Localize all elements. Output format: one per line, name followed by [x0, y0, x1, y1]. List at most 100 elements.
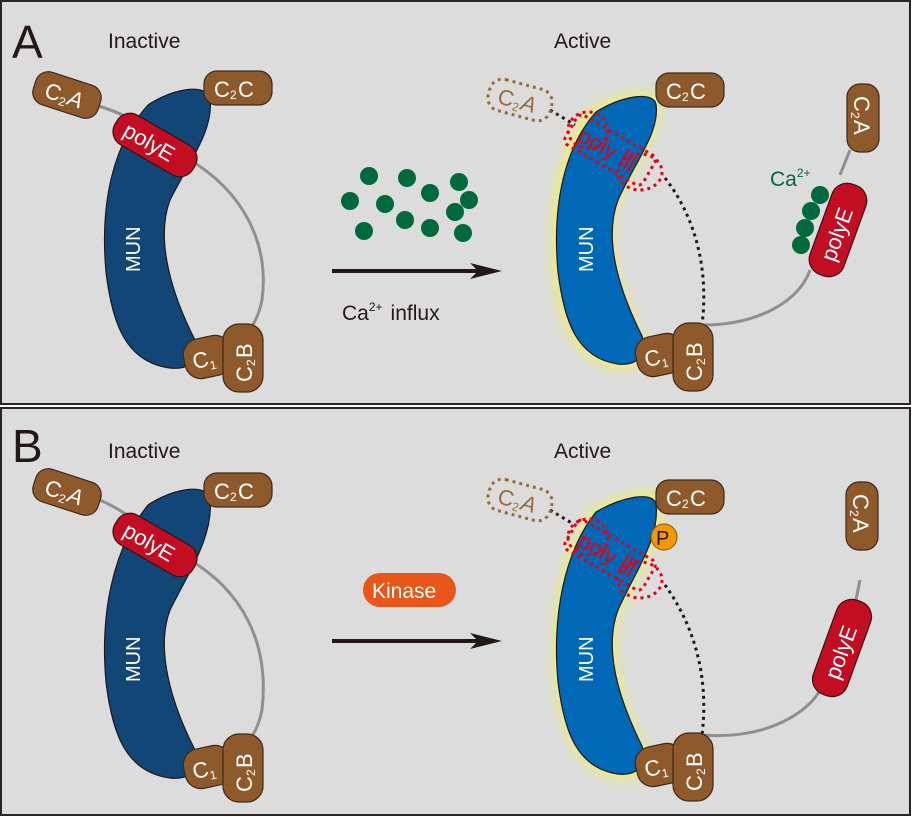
c2b-label: C	[232, 366, 257, 382]
linker	[838, 149, 852, 176]
panel-b: B Inactive Active MUN C 2 A C 2 C polyE	[0, 407, 911, 816]
mun-domain	[555, 496, 658, 775]
phosphate-label: P	[656, 528, 669, 550]
svg-text:C: C	[848, 494, 873, 510]
active-munc13: MUN C 2 A C 2 C poly	[486, 72, 880, 392]
phosphate-group: P	[650, 523, 678, 551]
svg-text:B: B	[682, 342, 707, 357]
calcium-ion	[460, 191, 478, 209]
binding-site-marker	[566, 517, 610, 557]
c2b-domain: C 2 B	[672, 732, 714, 802]
svg-text:C: C	[642, 754, 663, 782]
calcium-ions	[341, 167, 478, 242]
svg-text:1: 1	[208, 358, 218, 373]
calcium-ion	[360, 167, 378, 185]
calcium-ion	[450, 173, 468, 191]
calcium-ion	[454, 224, 472, 242]
svg-text:A: A	[516, 489, 539, 517]
dotted-linker	[549, 508, 576, 527]
panel-letter: B	[12, 420, 43, 472]
bound-calcium-ions	[792, 186, 829, 254]
svg-text:2: 2	[230, 490, 237, 504]
calcium-ion	[421, 184, 439, 202]
calcium-ion	[446, 203, 464, 221]
c2a-ghost-domain: C 2 A	[486, 477, 554, 523]
dotted-linker	[549, 108, 576, 127]
c1-domain: C 1	[182, 744, 234, 790]
svg-text:C: C	[666, 79, 682, 104]
svg-text:2: 2	[244, 769, 258, 776]
c2b-domain: C 2 B	[672, 322, 714, 392]
svg-text:A: A	[849, 120, 874, 135]
svg-text:B: B	[232, 753, 257, 768]
c2b-domain: C 2 B	[222, 733, 264, 803]
linker	[854, 579, 862, 601]
calcium-ion	[355, 222, 373, 240]
calcium-ion	[398, 169, 416, 187]
inactive-title: Inactive	[108, 30, 180, 53]
c2c-label: C	[214, 77, 230, 102]
mun-label: MUN	[123, 636, 145, 682]
c1-domain: C 1	[634, 742, 686, 788]
c1-domain: C 1	[182, 334, 234, 380]
linker	[701, 689, 822, 738]
dotted-linker	[663, 177, 706, 326]
mun-label: MUN	[123, 226, 145, 272]
panel-letter: A	[12, 16, 43, 68]
c2a-label: C	[42, 78, 65, 107]
svg-text:2: 2	[847, 510, 861, 517]
svg-text:C: C	[690, 79, 706, 104]
svg-text:2: 2	[230, 88, 237, 102]
dotted-linker	[663, 584, 706, 736]
svg-text:C: C	[42, 475, 65, 504]
svg-text:C: C	[495, 84, 517, 112]
svg-text:1: 1	[660, 766, 670, 781]
svg-text:B: B	[682, 752, 707, 767]
svg-text:C: C	[190, 756, 211, 784]
svg-text:2: 2	[694, 358, 708, 365]
svg-text:2: 2	[682, 90, 689, 104]
binding-site-marker	[566, 110, 610, 150]
stimulus-label: Ca2+influx	[342, 300, 440, 325]
c2c-domain: C 2 C	[655, 72, 725, 108]
svg-text:C: C	[238, 77, 254, 102]
active-title: Active	[554, 440, 611, 463]
panel-a: A Inactive Active MUN C 2 A C 2 C p	[0, 0, 911, 405]
c2a-released-domain: C 2 A	[846, 83, 880, 153]
c1-domain: C 1	[634, 332, 686, 378]
svg-text:2: 2	[244, 359, 258, 366]
svg-text:C: C	[690, 486, 706, 511]
kinase-label: Kinase	[372, 580, 436, 603]
c2a-domain: C 2 A	[32, 468, 102, 516]
inactive-munc13: MUN C 2 A C 2 C polyE C 1	[32, 70, 273, 393]
svg-text:2: 2	[848, 112, 862, 119]
svg-text:2: 2	[57, 491, 68, 506]
c2c-domain: C 2 C	[655, 479, 725, 515]
mun-label: MUN	[576, 636, 598, 682]
kinase-badge: Kinase	[363, 573, 456, 607]
svg-text:1: 1	[208, 768, 218, 783]
svg-text:2: 2	[510, 499, 520, 514]
svg-text:C: C	[642, 344, 663, 372]
reaction-arrow	[332, 263, 502, 279]
c2c-domain: C 2 C	[203, 472, 273, 508]
binding-site-marker	[616, 152, 664, 192]
c2b-domain: C 2 B	[222, 323, 264, 393]
svg-text:2: 2	[682, 497, 689, 511]
svg-text:2: 2	[510, 99, 520, 114]
svg-text:A: A	[516, 89, 539, 117]
svg-text:C: C	[232, 776, 257, 792]
svg-text:C: C	[666, 486, 682, 511]
inactive-munc13: MUN C 2 A C 2 C polyE C 1	[32, 468, 273, 803]
c2a-ghost-domain: C 2 A	[486, 77, 554, 123]
svg-text:2: 2	[694, 768, 708, 775]
svg-text:C: C	[495, 484, 517, 512]
svg-text:C: C	[682, 775, 707, 791]
binding-site-marker	[616, 560, 664, 600]
c2c-domain: C 2 C	[203, 70, 273, 106]
svg-text:A: A	[848, 518, 873, 533]
linker	[701, 269, 812, 327]
reaction-arrow	[332, 633, 502, 649]
calcium-ion	[341, 192, 359, 210]
